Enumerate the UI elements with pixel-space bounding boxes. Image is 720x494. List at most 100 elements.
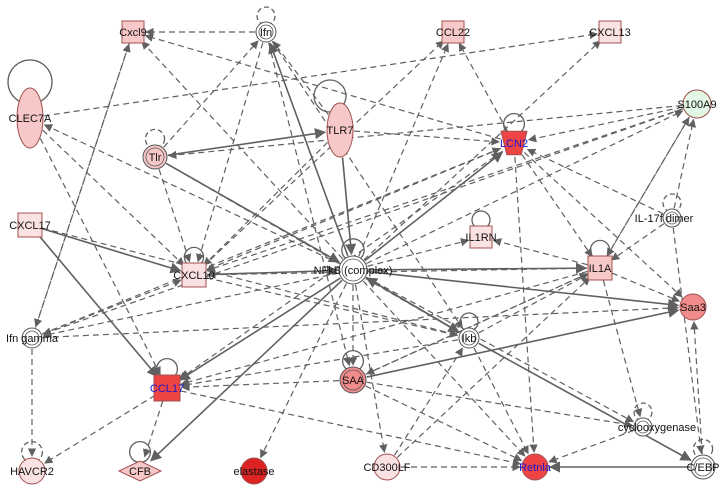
node-label-nfkb: NFkB (complex) bbox=[314, 265, 393, 277]
node-label-saa: SAA bbox=[342, 375, 365, 387]
edge-nfkb-to-elastase bbox=[260, 283, 347, 459]
node-cxcl13[interactable]: CXCL13 bbox=[589, 20, 631, 44]
edge-nfkb-to-retnla bbox=[362, 280, 526, 457]
edge-nfkb-to-il1rn bbox=[367, 238, 470, 267]
edge-il1a-to-saa3 bbox=[611, 272, 680, 303]
edge-ccl17-to-retnla bbox=[180, 390, 522, 467]
node-label-tlr: Tlr bbox=[149, 152, 162, 164]
edge-ikb-to-il1a bbox=[478, 274, 589, 334]
edge-lcn2-to-cxcl10 bbox=[206, 147, 502, 271]
node-havcr2[interactable]: HAVCR2 bbox=[10, 457, 54, 485]
node-s100a9[interactable]: S100A9 bbox=[677, 89, 717, 119]
edge-il17f-to-lcn2 bbox=[526, 148, 664, 215]
edge-cxcl17-to-ccl17 bbox=[37, 234, 159, 378]
node-label-ccl22: CCL22 bbox=[436, 27, 470, 39]
node-label-havcr2: HAVCR2 bbox=[10, 466, 54, 478]
node-shape-il1rn bbox=[469, 225, 493, 249]
edges-layer bbox=[27, 27, 705, 473]
node-shape-cxcl17 bbox=[17, 212, 43, 238]
node-saa[interactable]: SAA bbox=[339, 366, 367, 394]
edge-tlr7-to-ifn bbox=[272, 40, 329, 116]
node-inner-ring-saa bbox=[342, 369, 364, 391]
node-shape-cfb bbox=[117, 460, 163, 482]
edge-nfkb-to-clec7a bbox=[43, 124, 340, 265]
self-loop-cyclo bbox=[633, 402, 653, 422]
edge-clec7a-to-ccl17 bbox=[39, 138, 161, 376]
node-label-ifn: Ifn bbox=[260, 27, 272, 39]
node-il1a[interactable]: IL1A bbox=[587, 255, 613, 281]
edge-nfkb-to-ifn bbox=[268, 42, 349, 257]
node-shape-saa bbox=[339, 366, 367, 394]
node-cebp[interactable]: C/EBP bbox=[686, 454, 720, 480]
node-cd300lf[interactable]: CD300LF bbox=[363, 453, 411, 481]
node-saa3[interactable]: Saa3 bbox=[679, 293, 707, 321]
edge-nfkb-to-ccl22 bbox=[358, 43, 449, 257]
edge-ifngamma-to-saa3 bbox=[42, 303, 679, 339]
edge-nfkb-to-ifngamma bbox=[42, 272, 339, 339]
node-cyclo[interactable]: cyclooxygenase bbox=[618, 417, 696, 437]
edge-nfkb-to-il1a bbox=[367, 262, 588, 274]
edge-nfkb-to-s100a9 bbox=[366, 110, 684, 265]
node-ccl17[interactable]: CCL17 bbox=[150, 374, 184, 402]
node-shape-clec7a bbox=[16, 87, 44, 149]
edge-ifngamma-to-cxcl10 bbox=[42, 278, 182, 335]
node-ccl22[interactable]: CCL22 bbox=[436, 20, 470, 44]
edge-il1a-to-s100a9 bbox=[606, 117, 690, 258]
node-inner-ring-ikb bbox=[461, 330, 477, 346]
node-inner-ring-cyclo bbox=[636, 420, 650, 434]
edge-lcn2-to-il1a bbox=[521, 154, 593, 258]
edge-tlr-to-tlr7 bbox=[167, 128, 327, 156]
edge-s100a9-to-ifngamma bbox=[42, 108, 684, 336]
node-clec7a[interactable]: CLEC7A bbox=[9, 87, 52, 149]
node-ikb[interactable]: Ikb bbox=[458, 327, 480, 349]
edge-cd300lf-to-ikb bbox=[394, 347, 464, 456]
node-shape-cxcl10 bbox=[181, 262, 207, 288]
node-shape-s100a9 bbox=[682, 89, 712, 119]
node-shape-havcr2 bbox=[18, 457, 46, 485]
edge-ifngamma-to-lcn2 bbox=[41, 147, 501, 335]
node-ifngamma[interactable]: Ifn gamma bbox=[6, 327, 59, 349]
node-label-ccl17: CCL17 bbox=[150, 383, 184, 395]
node-retnla[interactable]: Retnla bbox=[519, 453, 552, 481]
node-shape-ccl22 bbox=[441, 20, 465, 44]
edge-cxcl17-to-ikb bbox=[42, 227, 459, 338]
edge-il1a-to-ccl17 bbox=[180, 270, 588, 387]
node-shape-cxcl13 bbox=[598, 20, 622, 44]
node-lcn2[interactable]: LCN2 bbox=[500, 130, 528, 156]
node-elastase[interactable]: elastase bbox=[234, 457, 275, 485]
edge-tlr-to-cxcl10 bbox=[158, 169, 192, 263]
edge-lcn2-to-saa3 bbox=[523, 152, 683, 298]
node-label-tlr7: TLR7 bbox=[327, 125, 354, 137]
edge-nfkb-to-ccl17 bbox=[178, 277, 341, 381]
node-cxcl10[interactable]: CXCL10 bbox=[173, 262, 215, 288]
node-label-retnla: Retnla bbox=[519, 462, 552, 474]
edge-nfkb-to-cfb bbox=[150, 279, 343, 462]
node-shape-il1a bbox=[587, 255, 613, 281]
node-label-cd300lf: CD300LF bbox=[363, 462, 410, 474]
node-ifn[interactable]: Ifn bbox=[255, 21, 277, 43]
node-inner-ring-ifngamma bbox=[24, 330, 40, 346]
edge-nfkb-to-lcn2 bbox=[364, 151, 504, 262]
node-il1rn[interactable]: IL1RN bbox=[465, 225, 497, 249]
node-nfkb[interactable]: NFkB (complex) bbox=[314, 255, 393, 285]
edge-il17f-to-cebp bbox=[672, 227, 705, 454]
node-tlr7[interactable]: TLR7 bbox=[326, 102, 354, 158]
self-loop-il17f bbox=[662, 193, 682, 213]
self-loops-layer bbox=[7, 6, 714, 464]
edge-saa-to-retnla bbox=[365, 385, 523, 462]
node-cxcl17[interactable]: CXCL17 bbox=[9, 212, 51, 238]
edge-lcn2-to-cxcl9 bbox=[144, 33, 501, 140]
node-tlr[interactable]: Tlr bbox=[142, 144, 168, 170]
node-shape-lcn2 bbox=[500, 130, 528, 156]
node-cxcl9[interactable]: Cxcl9 bbox=[119, 20, 147, 44]
node-inner-ring-il17f bbox=[665, 211, 679, 225]
self-loop-cebp bbox=[692, 438, 714, 460]
self-loop-ifn bbox=[256, 6, 276, 26]
node-inner-ring-tlr bbox=[145, 147, 165, 167]
node-il17f[interactable]: IL-17f dimer bbox=[635, 208, 694, 228]
node-label-il1rn: IL1RN bbox=[465, 232, 496, 244]
node-label-saa3: Saa3 bbox=[680, 302, 706, 314]
edge-ifn-to-cxcl10 bbox=[196, 42, 264, 263]
node-cfb[interactable]: CFB bbox=[117, 460, 163, 482]
